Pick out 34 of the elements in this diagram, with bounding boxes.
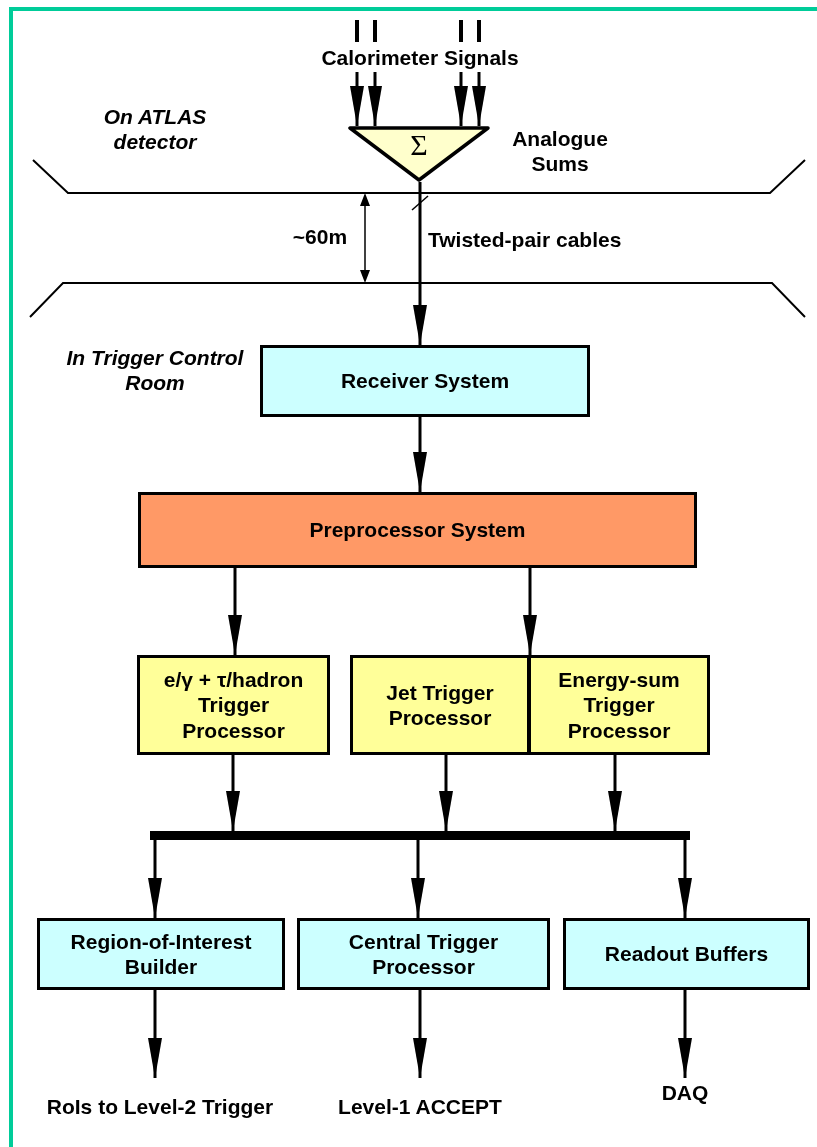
bus-bar <box>150 831 690 840</box>
arrow <box>439 755 453 831</box>
output-label: DAQ <box>610 1078 760 1108</box>
process-box: Preprocessor System <box>138 492 697 568</box>
arrow <box>350 72 364 126</box>
arrow <box>678 990 692 1078</box>
arrow <box>228 568 242 655</box>
arrow <box>368 72 382 126</box>
dimension-label: ~60m <box>291 224 349 250</box>
process-box: Energy-sum Trigger Processor <box>528 655 710 755</box>
arrow <box>413 182 427 345</box>
process-box: Readout Buffers <box>563 918 810 990</box>
process-box: Region-of-Interest Builder <box>37 918 285 990</box>
arrow <box>472 72 486 126</box>
node-caption: Analogue Sums <box>511 126 609 177</box>
arrow <box>523 568 537 655</box>
process-box: Jet Trigger Processor <box>350 655 530 755</box>
process-box: e/γ + τ/hadron Trigger Processor <box>137 655 330 755</box>
output-label: RoIs to Level-2 Trigger <box>40 1078 280 1136</box>
location-label: On ATLAS detector <box>102 104 208 155</box>
arrow <box>148 990 162 1078</box>
process-box: Central Trigger Processor <box>297 918 550 990</box>
arrow <box>413 417 427 492</box>
arrow <box>608 755 622 831</box>
output-label: Level-1 ACCEPT <box>330 1078 510 1136</box>
arrow <box>148 840 162 918</box>
arrow <box>413 990 427 1078</box>
summing-triangle: Σ <box>348 126 490 182</box>
location-label: In Trigger Control Room <box>65 345 245 396</box>
arrow <box>226 755 240 831</box>
arrow <box>454 72 468 126</box>
arrow <box>678 840 692 918</box>
process-box: Receiver System <box>260 345 590 417</box>
arrow <box>411 840 425 918</box>
